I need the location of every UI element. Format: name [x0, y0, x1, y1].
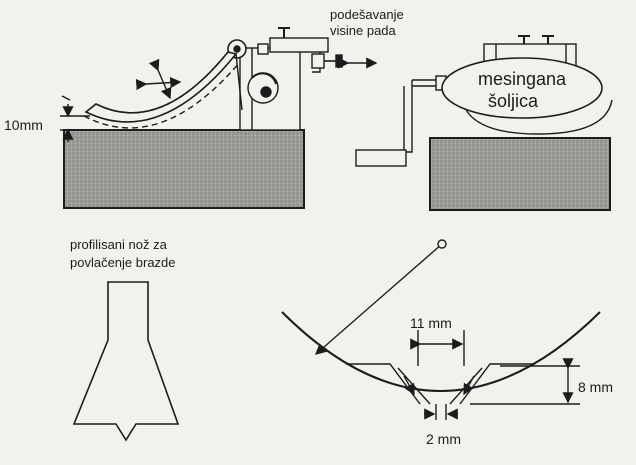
crank [355, 75, 447, 167]
brass-cup [441, 57, 613, 135]
swinging-cup [83, 51, 243, 129]
knife-label-line1: profilisani nož za [70, 237, 167, 252]
knife-label-line2: povlačenje brazde [70, 255, 176, 270]
gap-10mm-label: 10mm [4, 117, 43, 133]
brass-cup-label-line1: mesingana [478, 69, 567, 89]
drive-disc [247, 72, 279, 104]
cup-section [281, 239, 601, 420]
gap-marker [60, 95, 90, 142]
left-base-block [63, 129, 305, 209]
brass-cup-label-line2: šoljica [488, 91, 539, 111]
right-base-block [429, 137, 611, 211]
drop-height-label-line1: podešavanje [330, 7, 404, 22]
dim-11mm-label: 11 mm [410, 315, 452, 331]
drop-height-label-line2: visine pada [330, 23, 396, 38]
dim-2mm-label: 2 mm [426, 431, 461, 447]
motion-arrows [135, 58, 182, 100]
grooving-knife [72, 281, 180, 442]
left-frame [239, 37, 329, 131]
dim-8mm-label: 8 mm [578, 379, 613, 395]
